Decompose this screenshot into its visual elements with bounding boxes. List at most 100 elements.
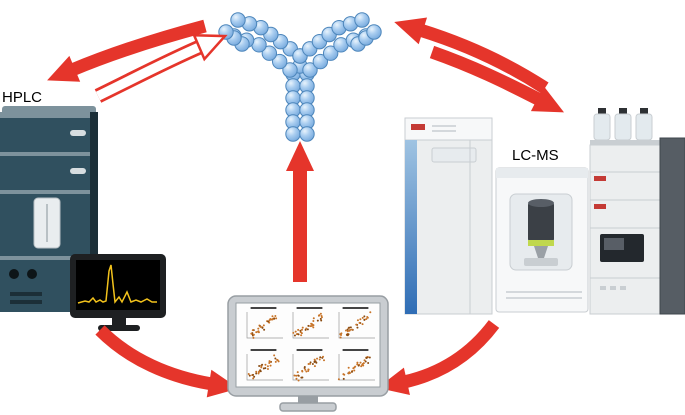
plot-axes [292,312,329,339]
scatter-plot [246,307,283,339]
scatter-dot [266,367,269,370]
scatter-dot [319,317,322,320]
scatter-dot [252,373,255,376]
scatter-plot [292,307,329,339]
scatter-dot [359,318,362,321]
scatter-plot [338,307,375,339]
scatter-dot [311,323,314,326]
plot-title-bar [296,307,323,309]
cabinet-blue-stripe [405,140,417,314]
scatter-dot [317,314,320,317]
scatter-dot [299,329,302,332]
antibody-bead [230,12,246,28]
hplc-module-edge [0,256,98,260]
scatter-dot [266,365,269,368]
scatter-dot [367,362,370,365]
scatter-dot [354,365,357,368]
scatter-dot [305,370,308,373]
scatter-dot [263,328,266,331]
scatter-dot [268,319,271,322]
scatter-dot [347,372,350,375]
scatter-dot [352,367,355,370]
scatter-dot [303,367,306,370]
scatter-dot [344,329,347,332]
hplc-instrument [0,106,98,312]
scatter-dot [306,328,309,331]
scatter-dot [342,377,345,380]
bottle-tray [590,140,660,145]
scatter-dot [257,331,260,334]
scatter-dot [365,356,368,359]
antibody-right-arm-chain [292,12,370,64]
scatter-dot [297,379,300,382]
scatter-dot [318,358,321,361]
scatter-dot [347,333,350,336]
scatter-dot [293,374,296,377]
scatter-dot [252,333,255,336]
scatter-dot [262,324,265,327]
scatter-dot [251,329,254,332]
scatter-dot [320,319,323,322]
scatter-dot [361,323,364,326]
scatter-dot [274,360,277,363]
scatter-dot [346,330,349,333]
lcms-cabinet-top-band [404,117,493,141]
hplc-vent [10,292,42,296]
scatter-dot [255,372,258,375]
scatter-dot [258,370,261,373]
scatter-dot [275,317,278,320]
scatter-dot [349,328,352,331]
lcms-label: LC-MS [512,147,559,164]
chromatogram-trace [77,264,157,304]
plot-title-bar [250,349,277,351]
scatter-dot [363,318,366,321]
hplc-handle [70,130,86,136]
scatter-dot [360,365,363,368]
scatter-dot [297,333,300,336]
antibody-bead [261,45,278,61]
scatter-dot [304,328,307,331]
hplc-monitor-neck [112,318,126,326]
scatter-dot [310,325,313,328]
scatter-dot [293,334,296,337]
scatter-dot [356,319,359,322]
scatter-plot [337,349,375,381]
scatter-dot [273,317,276,320]
scatter-dot [253,375,256,378]
scatter-dot [312,319,315,322]
scatter-dot [269,360,272,363]
scatter-dot [339,333,342,336]
hplc-module-edge [0,190,98,194]
scatter-dot [364,360,367,363]
scatter-dot [365,317,368,320]
scatter-dot [359,361,362,364]
scatter-dot [292,331,295,334]
scatter-dot [274,357,277,360]
ion-source-mount [524,258,558,266]
antibody-bead [322,45,339,61]
scatter-dot [348,326,351,329]
scatter-dot [309,362,312,365]
scatter-dot [312,326,315,329]
hplc-knob [9,269,19,279]
arrow-hplc-to-antibody [95,33,228,101]
antibody-stem-chain [285,66,301,142]
scatter-dot [311,362,314,365]
antibody-bead [312,53,329,70]
scatter-plot [292,349,329,382]
scatter-dot [339,336,342,339]
plot-axes [246,312,283,339]
scatter-dot [273,354,276,357]
antibody-molecule [218,12,382,142]
scatter-dot [258,365,261,368]
plot-title-bar [342,307,369,309]
antibody-stem-chain [299,66,315,142]
scatter-dot [366,316,369,319]
scatter-dot [301,326,304,329]
scatter-dot [356,363,359,366]
arrow-lcms-to-antibody [394,17,549,94]
scatter-dot [261,326,264,329]
scatter-dot [347,366,350,369]
antibody-bead [285,126,301,142]
